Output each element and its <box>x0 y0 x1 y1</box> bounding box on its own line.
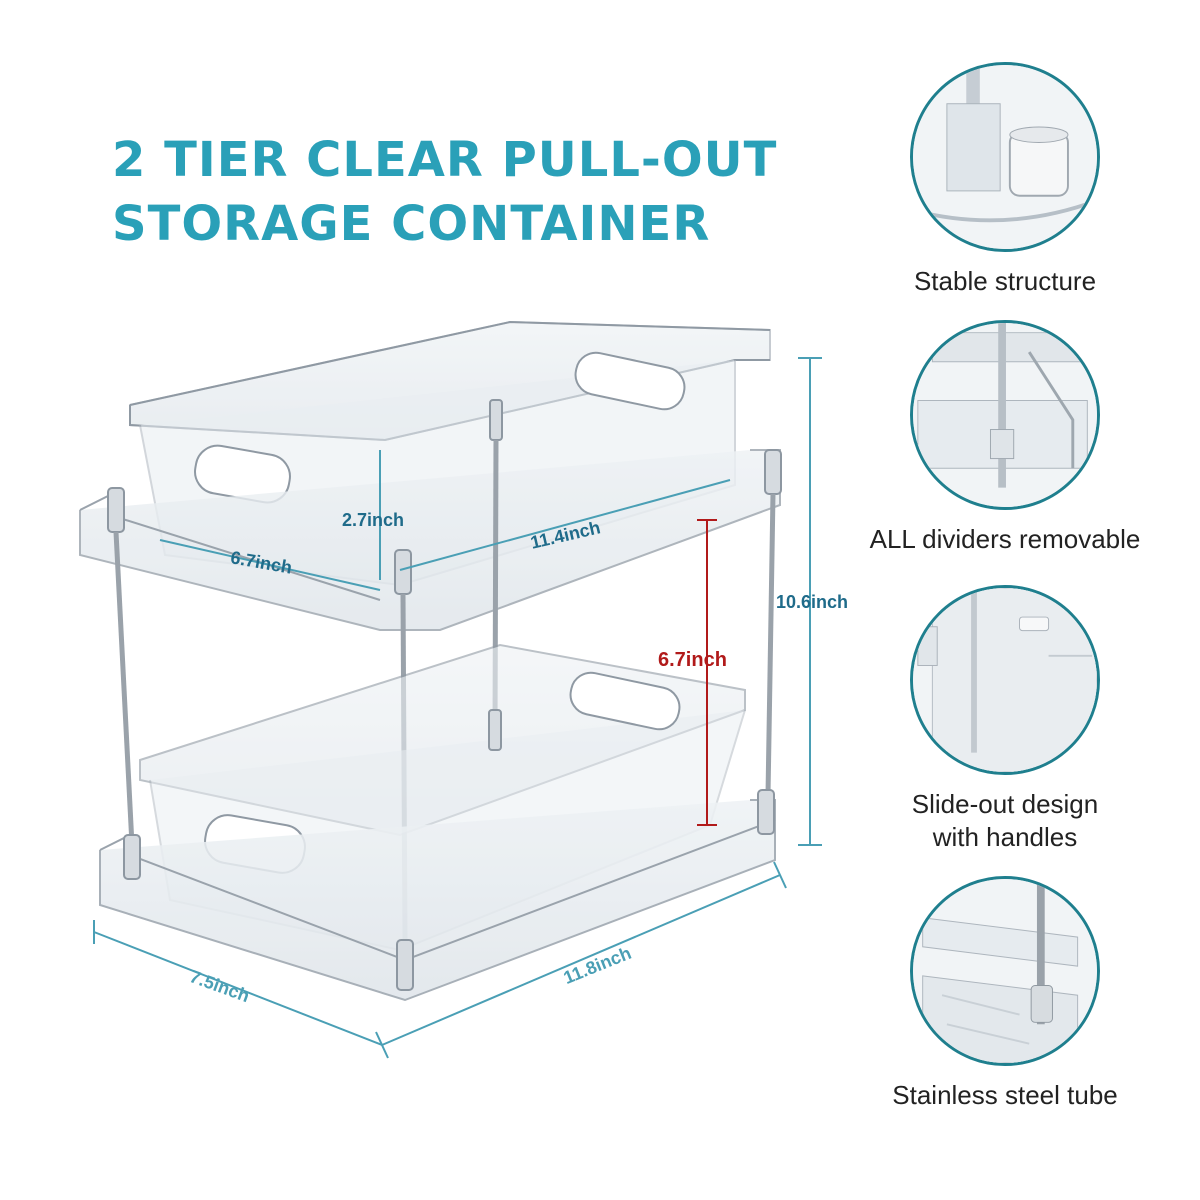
steel-tube-icon <box>910 876 1100 1066</box>
title-line-2: STORAGE CONTAINER <box>112 196 711 252</box>
feature-label: Slide-out design with handles <box>911 789 1099 852</box>
feature-stainless-steel: Stainless steel tube <box>860 876 1160 1136</box>
feature-dividers-removable: ALL dividers removable <box>860 320 1160 580</box>
dim-label-6-7-gap: 6.7inch <box>658 649 727 671</box>
dim-label-10-6: 10.6inch <box>776 592 848 612</box>
product-title: 2 TIER CLEAR PULL-OUT STORAGE CONTAINER <box>112 128 832 256</box>
feature-stable-structure: Stable structure <box>860 62 1160 322</box>
bottom-tier <box>99 643 776 1002</box>
title-line-1: 2 TIER CLEAR PULL-OUT <box>112 132 778 188</box>
tier-gap-line <box>697 519 717 826</box>
dim-line-11-8 <box>381 874 781 1046</box>
top-tier <box>79 320 782 631</box>
feature-slide-out: Slide-out design with handles <box>860 585 1160 852</box>
feature-label: ALL dividers removable <box>869 524 1141 554</box>
dimension-lines <box>93 357 822 1059</box>
dim-label-11-8: 11.8inch <box>561 943 634 988</box>
feature-label: Stainless steel tube <box>892 1080 1118 1110</box>
dim-line-11-4 <box>399 479 731 571</box>
product-illustration: 2.7inch 11.4inch 6.7inch 10.6inch 6.7inc… <box>79 320 848 1059</box>
support-foot-icon <box>910 62 1100 252</box>
divider-icon <box>910 320 1100 510</box>
feature-label: Stable structure <box>913 266 1097 296</box>
handle-icon <box>910 585 1100 775</box>
dim-line-6-7-width <box>159 539 381 591</box>
dim-label-7-5: 7.5inch <box>187 966 252 1006</box>
dim-line-7-5 <box>93 931 383 1046</box>
dim-label-2-7: 2.7inch <box>342 510 404 530</box>
